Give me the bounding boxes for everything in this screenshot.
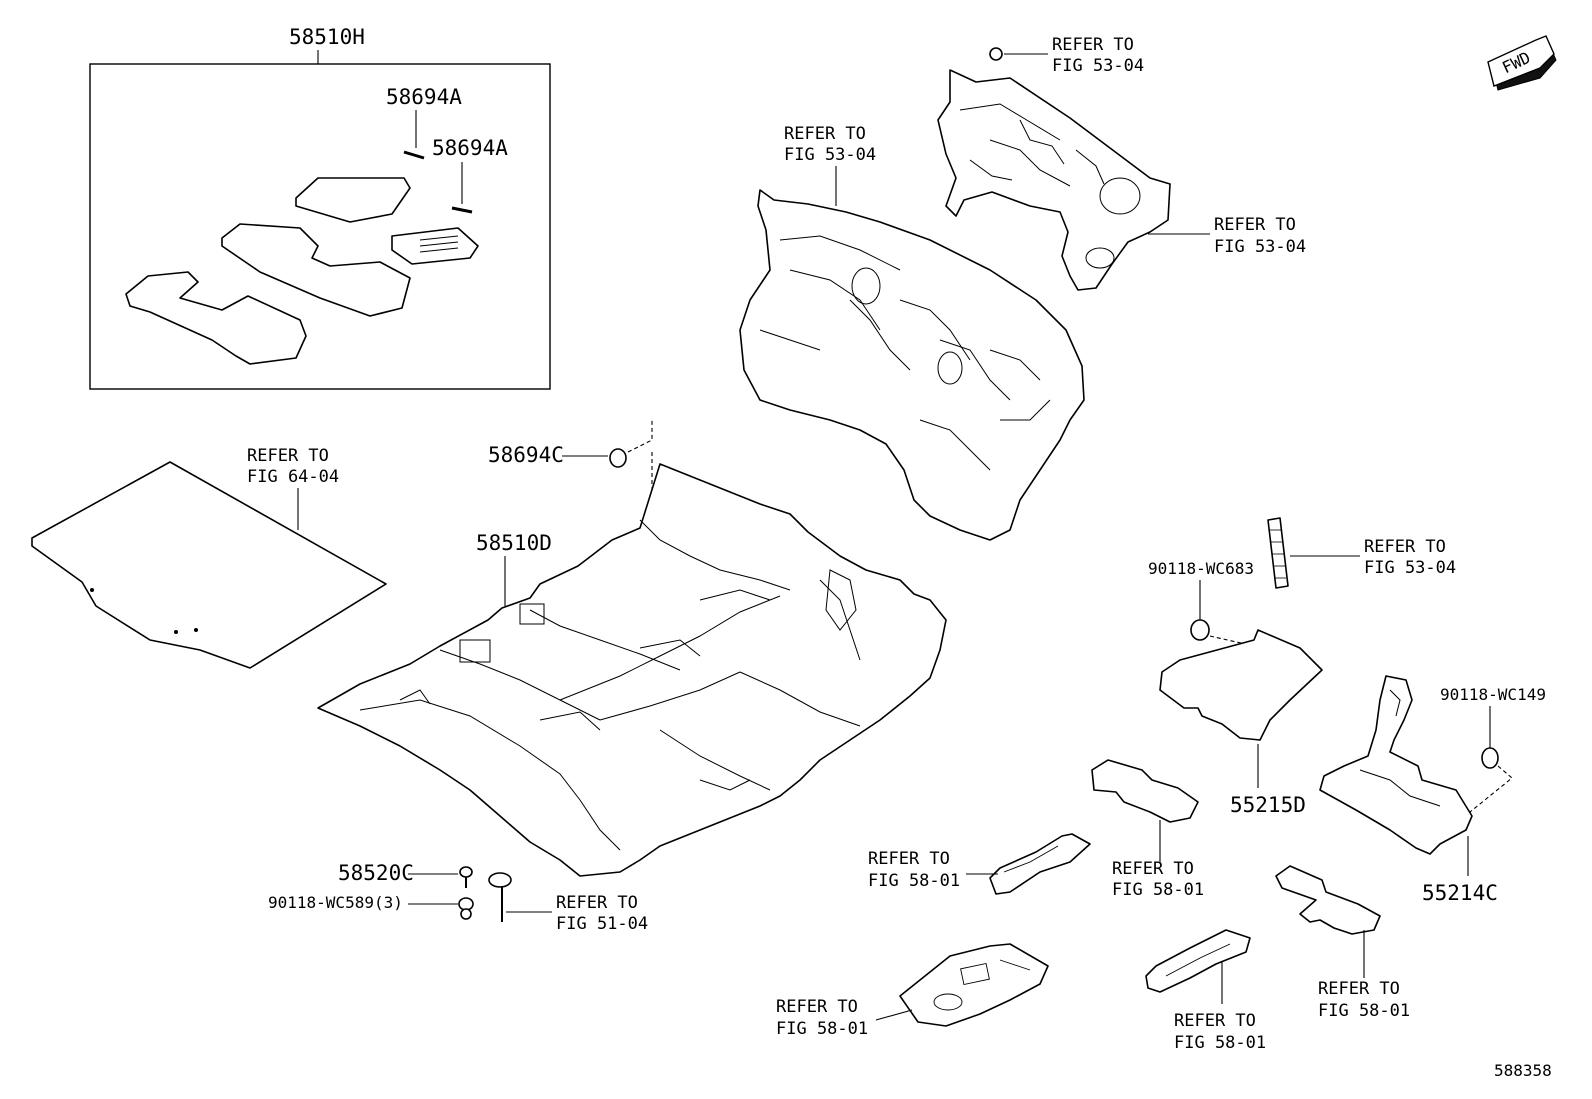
part-58694C-label[interactable]: 58694C [488, 443, 564, 467]
panel-4-icon [1145, 929, 1251, 993]
part-58694A-label-2[interactable]: 58694A [432, 136, 508, 160]
ref-top-a-line2[interactable]: FIG 53-04 [1052, 56, 1144, 76]
part-55215D-label[interactable]: 55215D [1230, 793, 1306, 817]
silencer-55214C-icon [1319, 675, 1473, 855]
trunk-mat-icon [31, 461, 387, 669]
ref-panel-5-line2[interactable]: FIG 58-01 [1318, 1001, 1410, 1021]
part-55214C-label[interactable]: 55214C [1422, 881, 1498, 905]
ref-top-b-line2[interactable]: FIG 53-04 [784, 145, 876, 165]
dash-panel-insulator-group: REFER TO FIG 53-04 REFER TO FIG 53-04 [937, 35, 1306, 291]
part-58694A-label-1[interactable]: 58694A [386, 85, 462, 109]
ref-top-b-line1[interactable]: REFER TO [784, 124, 866, 144]
clip-90118-WC149-icon [1481, 747, 1499, 769]
driver-mat-rib-icon [419, 235, 459, 253]
bolt-icon [488, 872, 512, 922]
diagram-id-label: 588358 [1494, 1061, 1552, 1080]
panel-5-icon [1275, 865, 1381, 935]
trunk-mat-group: REFER TO FIG 64-04 [31, 446, 387, 669]
ref-panel-5-line1[interactable]: REFER TO [1318, 979, 1400, 999]
strip-part-group: REFER TO FIG 53-04 [1267, 517, 1456, 589]
ref-panel-3-line1[interactable]: REFER TO [776, 997, 858, 1017]
grommet-90118-WC589-icon [458, 897, 474, 920]
ref-panel-4-line2[interactable]: FIG 58-01 [1174, 1033, 1266, 1053]
strip-part-icon [1267, 517, 1289, 589]
ref-bolt-line2[interactable]: FIG 51-04 [556, 914, 648, 934]
clip-58694C-group: 58694C [488, 420, 653, 500]
panel-2-icon [1091, 759, 1199, 823]
panel-1-icon [989, 833, 1091, 895]
silencer-55215D-group: 90118-WC683 55215D [1148, 559, 1323, 817]
third-row-mat-icon [125, 271, 307, 365]
clip-58694C-icon [609, 448, 627, 468]
ref-panel-4-line1[interactable]: REFER TO [1174, 1011, 1256, 1031]
part-90118-WC149-label[interactable]: 90118-WC149 [1440, 685, 1546, 704]
ref-strip-line1[interactable]: REFER TO [1364, 537, 1446, 557]
ref-trunk-line2[interactable]: FIG 64-04 [247, 467, 339, 487]
silencer-55215D-icon [1159, 629, 1323, 741]
part-58510H-label[interactable]: 58510H [289, 25, 365, 49]
ref-strip-line2[interactable]: FIG 53-04 [1364, 558, 1456, 578]
ref-panel-3-line2[interactable]: FIG 58-01 [776, 1019, 868, 1039]
front-passenger-mat-icon [295, 177, 411, 223]
mat-clip-icon [403, 150, 473, 214]
dash-silencer-center-group: REFER TO FIG 53-04 [739, 124, 1085, 541]
dash-insulator-upper-icon [937, 69, 1171, 291]
ref-trunk-line1[interactable]: REFER TO [247, 446, 329, 466]
part-90118-WC683-label[interactable]: 90118-WC683 [1148, 559, 1254, 578]
floor-mat-set-box [89, 63, 551, 390]
ref-panel-1-line2[interactable]: FIG 58-01 [868, 871, 960, 891]
ref-panel-1-line1[interactable]: REFER TO [868, 849, 950, 869]
part-58520C-label[interactable]: 58520C [338, 861, 414, 885]
part-58510D-label[interactable]: 58510D [476, 531, 552, 555]
ref-top-a-line1[interactable]: REFER TO [1052, 35, 1134, 55]
floor-mat-set-group: 58510H 58694A 58694A [89, 25, 551, 390]
clip-icon [989, 47, 1003, 61]
fasteners-group: 58520C 90118-WC589(3) REFER TO FIG 51-04 [268, 861, 648, 934]
clip-58520C-icon [459, 866, 473, 888]
part-90118-WC589-label[interactable]: 90118-WC589(3) [268, 893, 403, 912]
panel-3-icon [899, 943, 1049, 1027]
silencer-55214C-group: 90118-WC149 55214C [1319, 675, 1546, 905]
ref-panel-2-line2[interactable]: FIG 58-01 [1112, 880, 1204, 900]
driver-mat-icon [391, 227, 479, 265]
ref-bolt-line1[interactable]: REFER TO [556, 893, 638, 913]
ref-dash-right-line2[interactable]: FIG 53-04 [1214, 237, 1306, 257]
fwd-arrow-icon: FWD [1487, 35, 1557, 91]
floor-carpet-group: 58510D [317, 463, 947, 877]
ref-dash-right-line1[interactable]: REFER TO [1214, 215, 1296, 235]
second-row-mat-icon [221, 223, 411, 317]
ref-panel-2-line1[interactable]: REFER TO [1112, 859, 1194, 879]
floor-panels-group: REFER TO FIG 58-01 REFER TO FIG 58-01 RE… [776, 759, 1410, 1053]
clip-90118-WC683-icon [1190, 619, 1210, 641]
dash-silencer-icon [739, 189, 1085, 541]
